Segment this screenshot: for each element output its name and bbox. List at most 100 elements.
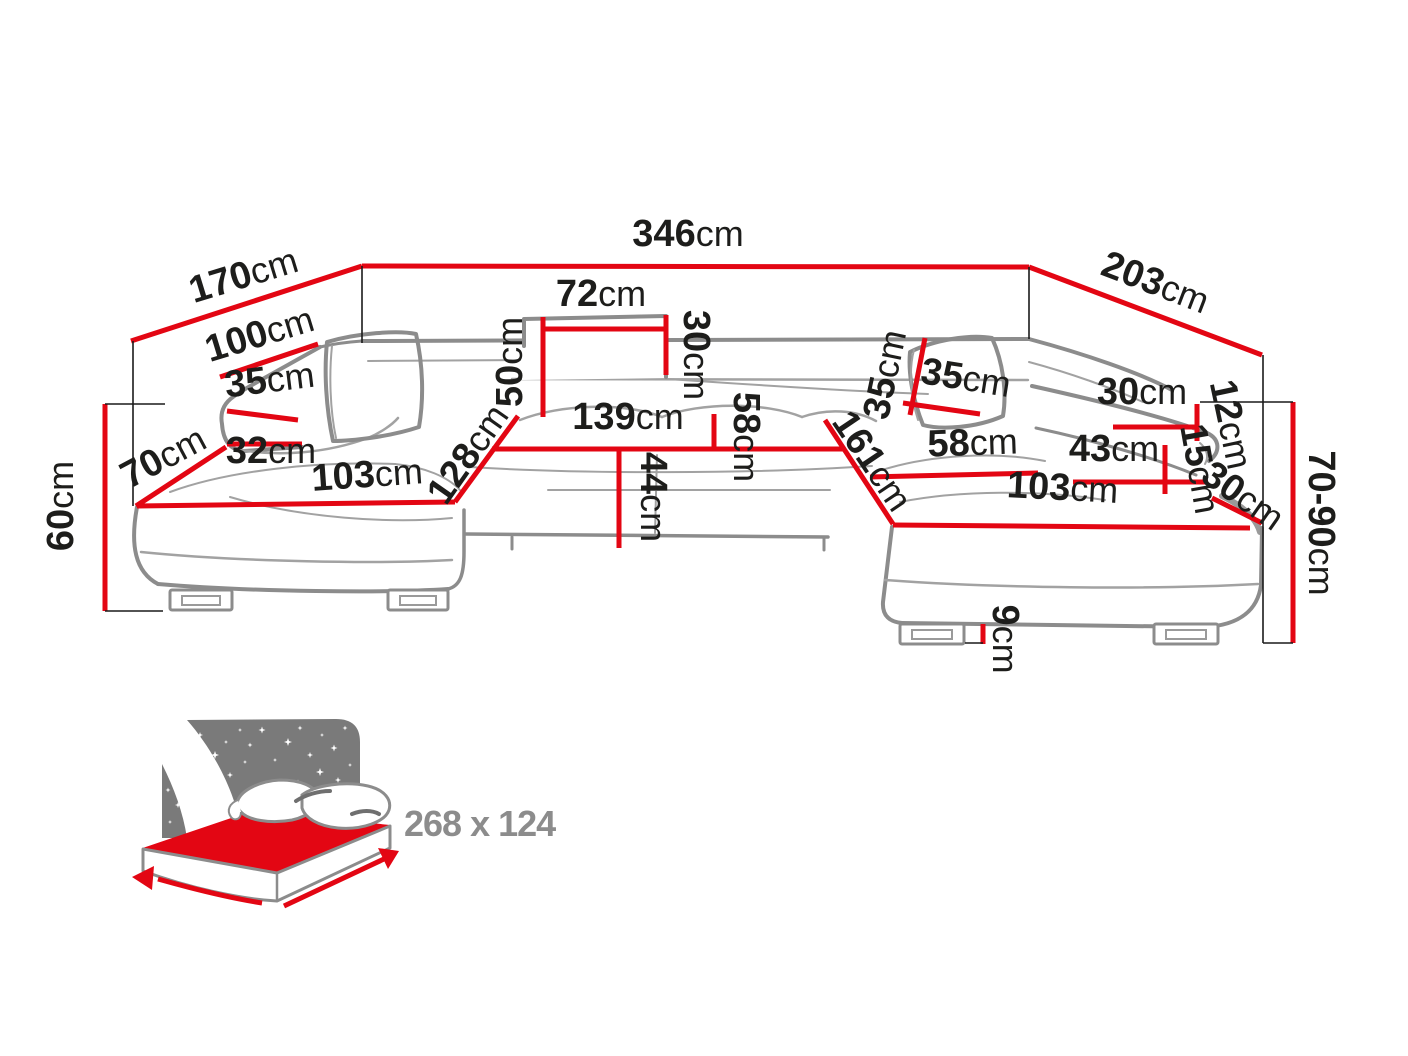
left-pillow-seam <box>329 345 337 439</box>
right-chaise-left-face <box>880 525 904 625</box>
sofa-back-top-edge <box>360 337 1031 343</box>
right-armrest-cap <box>1199 442 1209 465</box>
bed-pillow-1-flap <box>227 799 242 821</box>
dim-label-30cm: 30cm <box>675 310 717 400</box>
star-icon <box>168 820 172 824</box>
dim-label-32cm: 32cm <box>226 430 316 472</box>
dim-line-128 <box>452 414 521 504</box>
center-cushion-seam-3 <box>800 410 878 423</box>
guide-lines <box>105 266 1293 644</box>
star-icon <box>197 732 203 738</box>
star-icon <box>207 787 213 793</box>
dimension-lines <box>102 263 1296 644</box>
dim-line-103-left <box>136 499 456 509</box>
dim-label-346cm: 346cm <box>632 213 743 255</box>
left-chaise-left-face <box>132 505 160 586</box>
star-icon <box>348 763 352 767</box>
right-corner-shadow <box>1219 493 1263 535</box>
star-icon <box>258 726 266 734</box>
left-seat-seam-1 <box>169 462 396 493</box>
star-icon <box>211 751 219 759</box>
left-leg-2 <box>386 588 450 612</box>
right-chaise-bottom <box>900 526 1264 629</box>
sofa-back-right-seam <box>1028 361 1144 403</box>
dim-label-50cm: 50cm <box>489 317 531 407</box>
dim-line-161 <box>822 418 896 526</box>
headrest-fill <box>522 316 668 380</box>
left-chaise-band-seam <box>139 550 454 564</box>
dim-label-35cm: 35cm <box>918 350 1014 406</box>
star-icon <box>165 787 171 793</box>
dim-label-58cm: 58cm <box>927 420 1019 465</box>
center-bottom-edge <box>464 532 830 539</box>
star-icon <box>297 725 303 731</box>
dim-label-12cm: 12cm <box>1201 376 1261 473</box>
star-icon <box>342 725 348 731</box>
dim-label-103cm: 103cm <box>310 450 424 500</box>
bed-arrow-right <box>282 856 386 909</box>
bed-arrow-left <box>157 876 263 906</box>
bed-pillow-fold-1 <box>294 789 332 803</box>
sofa-back-lower-seam <box>667 378 929 395</box>
dim-line-35-left <box>226 408 299 423</box>
center-cushion-seam-1 <box>518 405 664 422</box>
dim-line-35-right-h <box>902 400 981 417</box>
dim-label-30cm: 30cm <box>1097 371 1187 413</box>
sleeping-area-label: 268 x 124 <box>404 803 556 844</box>
dim-label-60cm: 60cm <box>40 461 82 551</box>
dim-label-161cm: 161cm <box>823 403 920 519</box>
dim-label-70-90cm: 70-90cm <box>1300 450 1342 595</box>
star-icon <box>243 760 247 764</box>
dim-label-35cm: 35cm <box>855 326 915 423</box>
dim-label-9cm: 9cm <box>984 604 1026 673</box>
left-leg-1 <box>168 588 234 612</box>
star-icon <box>227 772 233 778</box>
center-cushion-divider <box>654 454 658 534</box>
dim-label-35cm: 35cm <box>222 354 317 407</box>
right-seat-seam-2 <box>899 491 1106 503</box>
dim-label-203cm: 203cm <box>1096 243 1215 322</box>
dim-line-203 <box>1028 264 1263 358</box>
left-pillow <box>323 330 425 443</box>
right-pillow-seam <box>909 349 919 421</box>
dim-label-103cm: 103cm <box>1006 464 1119 512</box>
bed-pillow-fold-2 <box>350 809 381 816</box>
right-leg-1 <box>898 622 966 646</box>
right-leg-1-inner <box>911 629 953 640</box>
star-icon <box>307 752 313 758</box>
right-armrest-inner <box>1034 426 1198 477</box>
dim-label-72cm: 72cm <box>556 273 646 315</box>
dim-line-58-right <box>869 470 1039 480</box>
star-icon <box>247 742 253 748</box>
right-seat-seam-1 <box>881 454 1046 471</box>
bed-arrow-left-head <box>132 866 154 890</box>
star-icon <box>170 773 174 777</box>
bed-headboard-sliver <box>162 764 187 838</box>
sofa-back-left-join <box>318 339 364 349</box>
right-leg-2 <box>1152 622 1220 646</box>
star-icon <box>224 740 228 744</box>
dim-line-30-corner <box>1210 495 1264 526</box>
star-icon <box>238 728 242 732</box>
dim-label-139cm: 139cm <box>572 396 683 438</box>
star-icon <box>320 733 324 737</box>
right-leg-2-inner <box>1165 629 1207 640</box>
sofa-back-right-edge <box>1027 337 1174 392</box>
star-icon <box>175 802 181 808</box>
center-cushion-seam-2 <box>660 404 804 419</box>
dim-line-100 <box>219 341 319 380</box>
dim-label-15cm: 15cm <box>1171 421 1228 517</box>
center-front-seam <box>469 465 873 474</box>
star-icon <box>284 738 292 746</box>
left-chaise-right-face <box>446 508 466 591</box>
dim-label-170cm: 170cm <box>184 239 303 312</box>
dim-label-43cm: 43cm <box>1069 428 1159 470</box>
left-leg-2-inner <box>399 595 437 606</box>
sofa-back-seam-long <box>510 377 1030 382</box>
dim-line-103-right <box>892 522 1251 531</box>
star-icon <box>316 768 324 776</box>
left-leg-1-inner <box>181 595 221 606</box>
star-icon <box>273 758 277 762</box>
